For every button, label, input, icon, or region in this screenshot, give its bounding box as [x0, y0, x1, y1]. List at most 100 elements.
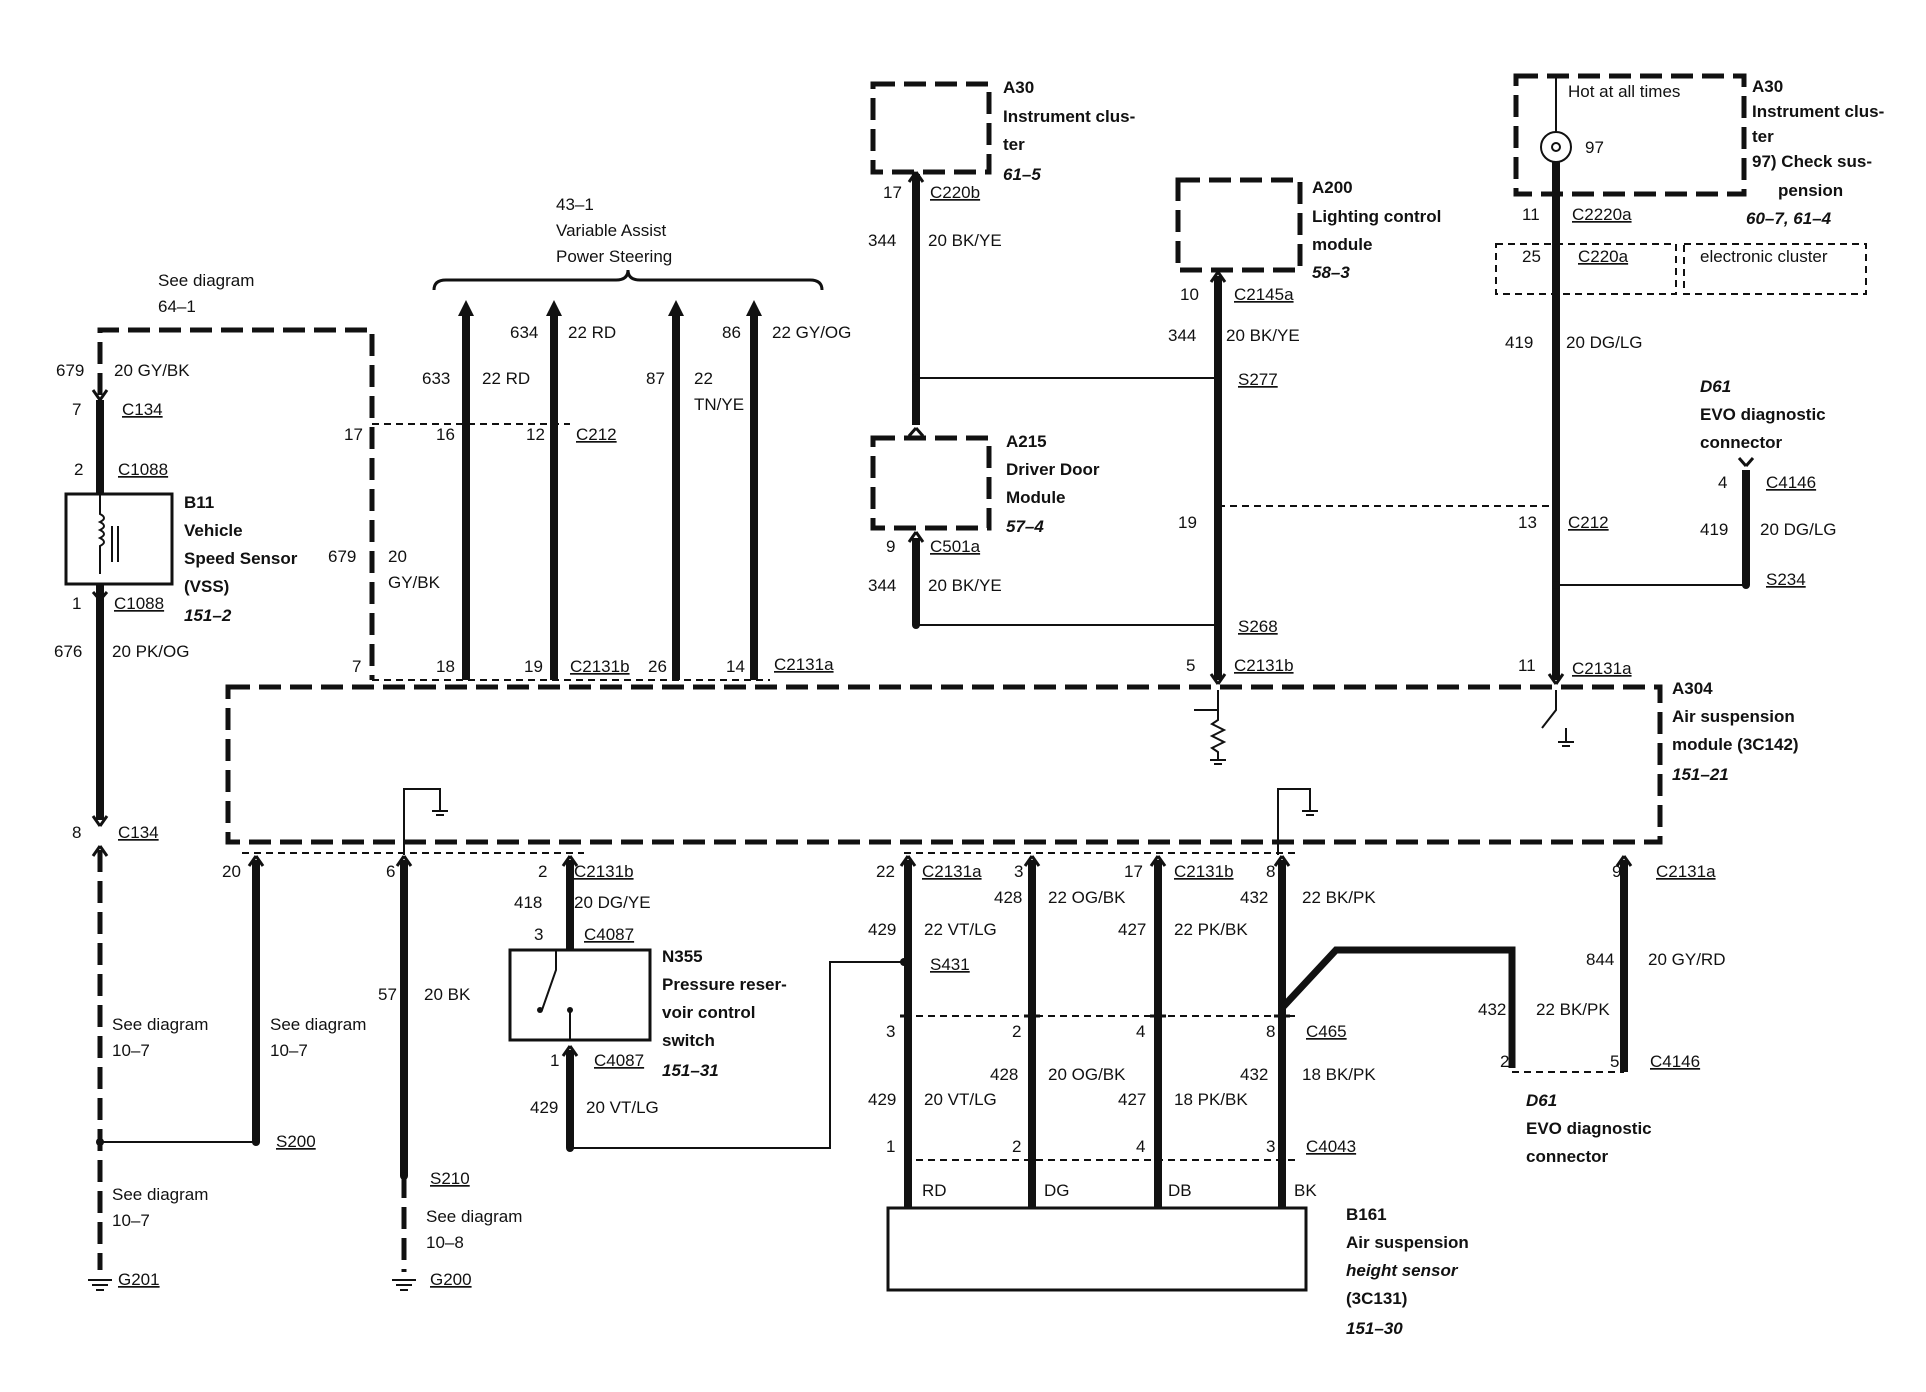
wire-label: 6 — [386, 862, 395, 881]
wire-label: C212 — [1568, 513, 1609, 532]
see107-a1: See diagram — [112, 1015, 208, 1034]
wire-label: C2131a — [1656, 862, 1716, 881]
wire-label: TN/YE — [694, 395, 744, 414]
wire-label: 3 — [886, 1022, 895, 1041]
see107-b2: 10–7 — [270, 1041, 308, 1060]
a30-top-id: A30 — [1003, 78, 1034, 97]
n355-name-2: voir control — [662, 1003, 756, 1022]
wire-label: C220a — [1578, 247, 1629, 266]
wire-label: 3 — [534, 925, 543, 944]
wire-label: C2220a — [1572, 205, 1632, 224]
wire-label: 13 — [1518, 513, 1537, 532]
wire-label: 7 — [352, 657, 361, 676]
wire-label: 8 — [1266, 1022, 1275, 1041]
wire-label: 26 — [648, 657, 667, 676]
see108-2: 10–8 — [426, 1233, 464, 1252]
a30-right-hot: Hot at all times — [1568, 82, 1680, 101]
wire-label: 679 — [328, 547, 356, 566]
wire-label: C2131a — [1572, 659, 1632, 678]
wire-label: C2131a — [922, 862, 982, 881]
wire-label: S234 — [1766, 570, 1806, 589]
wire-label: 432 — [1240, 888, 1268, 907]
a30-top-box — [870, 81, 992, 175]
b161-name-3: (3C131) — [1346, 1289, 1407, 1308]
wire-label: C2131a — [774, 655, 834, 674]
wire-label: S210 — [430, 1169, 470, 1188]
wire-label: 1 — [72, 594, 81, 613]
wire-label: 19 — [1178, 513, 1197, 532]
wire-label: 10 — [1180, 285, 1199, 304]
wire-label: 17 — [883, 183, 902, 202]
wire-label: 8 — [1266, 862, 1275, 881]
b161-id: B161 — [1346, 1205, 1387, 1224]
wire-label: 2 — [1500, 1052, 1509, 1071]
ground-g200: G200 — [430, 1270, 472, 1289]
wire-label: 86 — [722, 323, 741, 342]
d61-bot-id: D61 — [1526, 1091, 1557, 1110]
wire-label: 429 — [530, 1098, 558, 1117]
a304-box — [225, 684, 1663, 845]
wire-label: 633 — [422, 369, 450, 388]
see107-c1: See diagram — [112, 1185, 208, 1204]
wire-label: 2 — [74, 460, 83, 479]
b161-name-2: height sensor — [1346, 1261, 1459, 1280]
wire-label: 4 — [1718, 473, 1727, 492]
n355-name-3: switch — [662, 1031, 715, 1050]
wire-label: 844 — [1586, 950, 1614, 969]
a30-right-name-3: 97) Check sus- — [1752, 152, 1872, 171]
wire-label: 419 — [1505, 333, 1533, 352]
a200-name-2: module — [1312, 235, 1372, 254]
wire-label: 25 — [1522, 247, 1541, 266]
wire-label: 428 — [994, 888, 1022, 907]
see107-a2: 10–7 — [112, 1041, 150, 1060]
wire-label: C134 — [118, 823, 159, 842]
wire-label: 429 — [868, 920, 896, 939]
wire-label: 634 — [510, 323, 538, 342]
vaps-ref: 43–1 — [556, 195, 594, 214]
wire-label: C2131b — [1234, 656, 1294, 675]
wire-label: 429 — [868, 1090, 896, 1109]
wire-label: C4043 — [1306, 1137, 1356, 1156]
wire-label: 4 — [1136, 1022, 1145, 1041]
n355-id: N355 — [662, 947, 703, 966]
see108-1: See diagram — [426, 1207, 522, 1226]
wire-label: S268 — [1238, 617, 1278, 636]
wire-label: 20 BK/YE — [928, 576, 1002, 595]
a200-name-1: Lighting control — [1312, 207, 1441, 226]
b161-box — [886, 1206, 1308, 1292]
b11-ref: 151–2 — [184, 606, 232, 625]
wire-label: 4 — [1136, 1137, 1145, 1156]
coil-icon — [97, 494, 119, 574]
wire-label: 344 — [868, 231, 896, 250]
wire-label: 676 — [54, 642, 82, 661]
ground-icon — [392, 1279, 416, 1291]
wire-label: 20 DG/LG — [1566, 333, 1643, 352]
wire-label: 22 RD — [482, 369, 530, 388]
wire-label: 20 GY/RD — [1648, 950, 1725, 969]
wire-label: C501a — [930, 537, 981, 556]
height-sensor-wires — [899, 855, 1291, 1208]
d61-top-name-2: connector — [1700, 433, 1783, 452]
wire-label: 427 — [1118, 1090, 1146, 1109]
a30-right-elec: electronic cluster — [1700, 247, 1828, 266]
wire-label: 22 PK/BK — [1174, 920, 1248, 939]
see107-b1: See diagram — [270, 1015, 366, 1034]
ground-g201: G201 — [118, 1270, 160, 1289]
wire-label: C134 — [122, 400, 163, 419]
wire-label: 20 GY/BK — [114, 361, 190, 380]
b161-color-rd: RD — [922, 1181, 947, 1200]
wire-label: 22 BK/PK — [1302, 888, 1376, 907]
wire-label: 344 — [868, 576, 896, 595]
wire-label: 419 — [1700, 520, 1728, 539]
wire-label: 11 — [1518, 656, 1536, 675]
n355-box — [508, 948, 652, 1042]
wire-label: 22 OG/BK — [1048, 888, 1126, 907]
wire-label: 17 — [344, 425, 363, 444]
wire-label: C2131b — [1174, 862, 1234, 881]
b161-color-db: DB — [1168, 1181, 1192, 1200]
n355-ref: 151–31 — [662, 1061, 719, 1080]
wire-label: 2 — [1012, 1022, 1021, 1041]
wire-label: 20 BK — [424, 985, 471, 1004]
